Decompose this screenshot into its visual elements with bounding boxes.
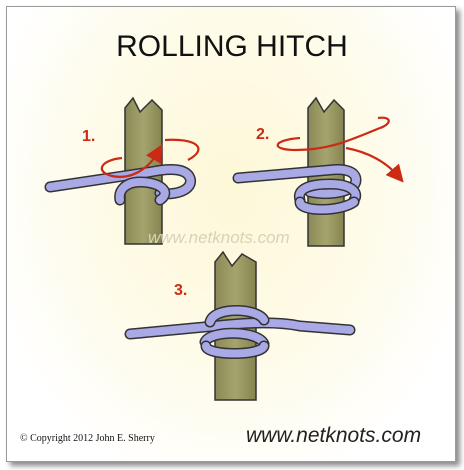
step-3-diagram [124, 250, 356, 401]
site-url: www.netknots.com [246, 424, 422, 447]
arrow-2 [276, 116, 390, 152]
copyright-text: © Copyright 2012 John E. Sherry [20, 433, 155, 444]
step-3-label: 3. [174, 282, 188, 299]
step-2-label: 2. [256, 126, 270, 143]
watermark: www.netknots.com [148, 228, 290, 247]
step-1-label: 1. [82, 128, 96, 145]
step-2-diagram [232, 96, 404, 247]
arrow-1 [100, 144, 163, 178]
page-title: ROLLING HITCH [116, 30, 348, 63]
step-1-diagram [44, 96, 200, 245]
